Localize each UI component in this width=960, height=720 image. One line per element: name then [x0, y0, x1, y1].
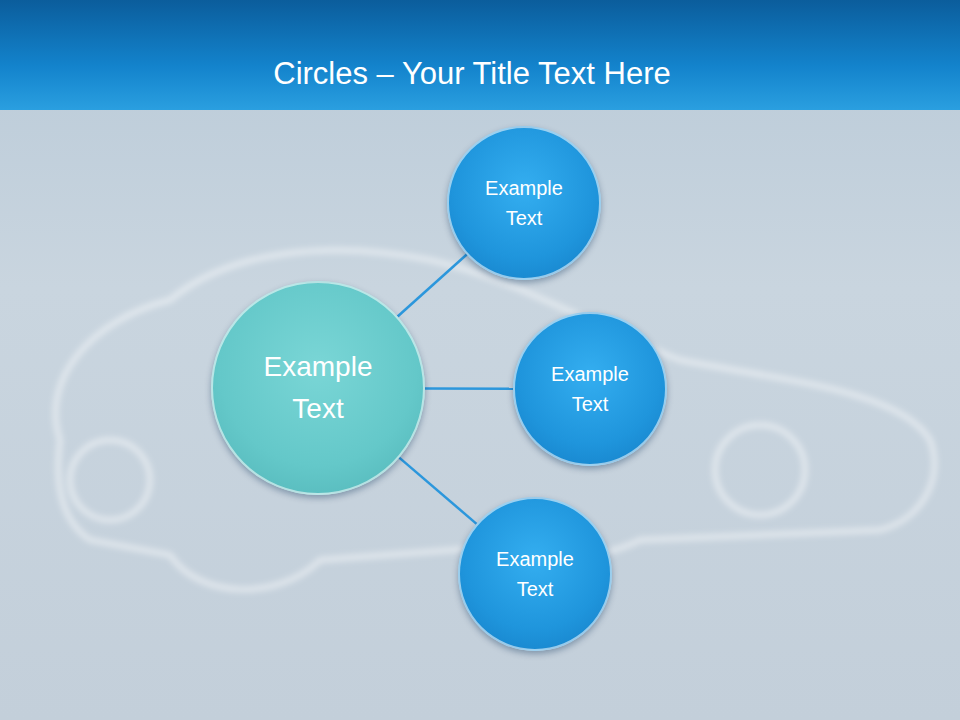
circle-label: Example Text — [540, 359, 640, 419]
connector-line — [425, 387, 513, 390]
connector-line — [399, 458, 476, 524]
circle-label: Example Text — [474, 173, 574, 233]
circle-label: Example Text — [485, 544, 585, 604]
satellite-circle: Example Text — [513, 312, 667, 466]
circle-label: Example Text — [243, 346, 393, 430]
connector-line — [398, 254, 467, 316]
satellite-circle: Example Text — [458, 497, 612, 651]
satellite-circle: Example Text — [447, 126, 601, 280]
center-circle: Example Text — [211, 281, 425, 495]
title-bar — [0, 0, 960, 110]
slide-title: Circles – Your Title Text Here — [0, 52, 944, 96]
